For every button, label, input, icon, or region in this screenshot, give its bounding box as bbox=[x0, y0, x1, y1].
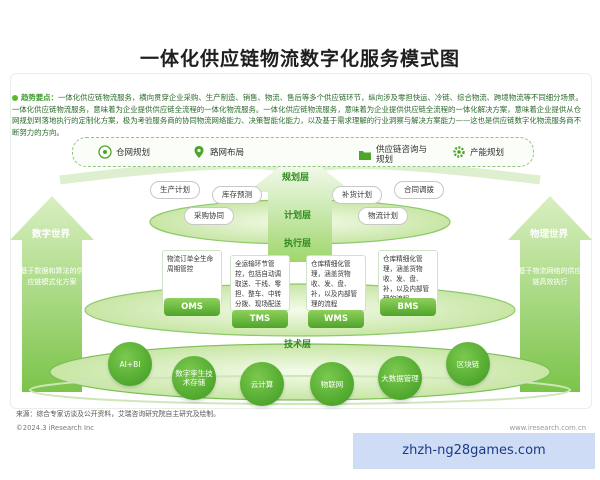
exec-card-wms: 仓库精细化管理，涵盖货物收、发、盘、补，以及内部管理的流程 bbox=[306, 255, 366, 311]
tech-ai-bi: AI+BI bbox=[108, 342, 152, 386]
copyright: ©2024.3 iResearch Inc bbox=[16, 424, 95, 432]
plan-item-label: 路网布局 bbox=[210, 148, 245, 158]
tech-blockchain: 区块链 bbox=[446, 342, 490, 386]
planning-box bbox=[72, 137, 534, 167]
warehouse-network-icon bbox=[98, 145, 112, 159]
system-tms: TMS bbox=[232, 310, 288, 328]
system-wms: WMS bbox=[308, 310, 364, 328]
bullet-icon bbox=[12, 95, 18, 101]
tech-cloud: 云计算 bbox=[240, 362, 284, 406]
pill-production-plan: 生产计划 bbox=[150, 181, 200, 199]
system-oms: OMS bbox=[164, 298, 220, 316]
pill-inventory-forecast: 库存预测 bbox=[212, 186, 262, 204]
system-bms: BMS bbox=[380, 298, 436, 316]
pill-contract-allocation: 合同调拨 bbox=[394, 181, 444, 199]
tech-big-data: 大数据管理 bbox=[378, 356, 422, 400]
plan-item-capacity: 产能规划 bbox=[452, 145, 504, 159]
pill-procurement-collab: 采购协同 bbox=[184, 207, 234, 225]
trend-summary: 趋势要点：一体化供应链物流服务，横向贯穿企业采购、生产制造、销售、物流、售后等多… bbox=[12, 92, 586, 138]
gear-icon bbox=[453, 146, 465, 158]
center-up-arrow bbox=[248, 150, 352, 262]
physical-world-title: 物理世界 bbox=[530, 229, 569, 240]
plan-layer-title: 计划层 bbox=[284, 211, 312, 221]
source-note: 来源：综合专家访谈及公开资料，艾瑞咨询研究院自主研究及绘制。 bbox=[16, 410, 220, 418]
plan-item-label: 产能规划 bbox=[470, 148, 505, 158]
left-arrow-shape bbox=[10, 196, 94, 392]
plan-item-label: 仓网规划 bbox=[116, 148, 151, 158]
exec-layer-title: 执行层 bbox=[284, 239, 312, 249]
digital-world-text: 基于数据和算法的供应链模式化方案 bbox=[20, 267, 84, 286]
plan-item-warehouse: 仓网规划 bbox=[98, 145, 150, 159]
tech-layer-title: 技术层 bbox=[284, 340, 312, 350]
trend-text: 一体化供应链物流服务，横向贯穿企业采购、生产制造、销售、物流、售后等多个供应链环… bbox=[12, 93, 583, 137]
physical-world-text: 基于物流网络的供应链高效执行 bbox=[518, 267, 582, 286]
plan-item-consulting: 供应链咨询与规划 bbox=[358, 145, 432, 165]
tech-iot: 物联网 bbox=[310, 362, 354, 406]
plan-item-label: 供应链咨询与规划 bbox=[376, 145, 428, 165]
page-title: 一体化供应链物流数字化服务模式图 bbox=[139, 48, 460, 70]
tech-digital-twin: 数字孪生技术存储 bbox=[172, 356, 216, 400]
digital-world-title: 数字世界 bbox=[32, 229, 71, 240]
plan-item-route: 路网布局 bbox=[192, 145, 244, 159]
pill-replenishment-plan: 补货计划 bbox=[332, 186, 382, 204]
exec-card-oms: 物流订单全生命周期管控 bbox=[162, 250, 222, 306]
pill-logistics-plan: 物流计划 bbox=[358, 207, 408, 225]
trend-label: 趋势要点： bbox=[21, 93, 58, 102]
exec-card-bms: 仓库精细化管理，涵盖货物收、发、盘、补，以及内部管理的流程 bbox=[378, 250, 438, 306]
planning-layer-title: 规划层 bbox=[282, 173, 310, 183]
location-pin-icon bbox=[194, 146, 204, 158]
watermark-banner: zhzh-ng28games.com bbox=[353, 433, 595, 469]
right-arrow-shape bbox=[508, 196, 592, 392]
folder-icon bbox=[359, 151, 371, 160]
exec-card-tms: 全运输环节管控，包括自动调取送、干线、零担、整车、中转分拨、现场配送 bbox=[230, 255, 290, 311]
exec-disc bbox=[84, 283, 516, 337]
site-url: www.iresearch.com.cn bbox=[509, 424, 586, 432]
